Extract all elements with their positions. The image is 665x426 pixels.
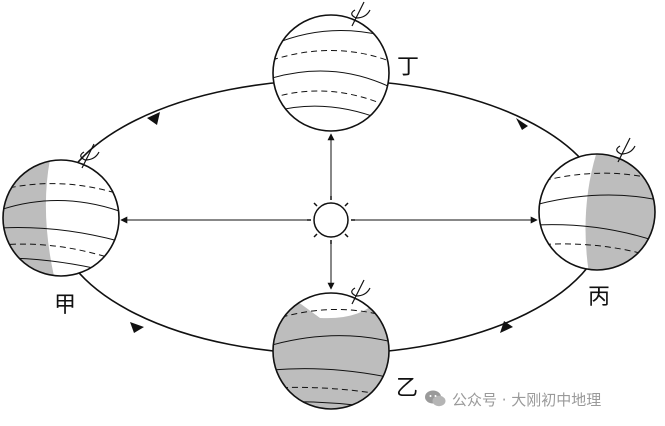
- globe-ding: [272, 1, 390, 132]
- watermark: 公众号 · 大刚初中地理: [424, 387, 601, 411]
- label-bing: 丙: [588, 285, 610, 310]
- orbit-arrow-lower-right: [500, 321, 513, 333]
- label-jia: 甲: [54, 293, 76, 318]
- globe-bing: 丙: [538, 137, 656, 310]
- orbit-arrow-lower-left: [130, 322, 144, 333]
- globe-yi: 乙: [272, 279, 418, 410]
- orbit-arrow-upper-right: [516, 118, 528, 130]
- sun-icon: [307, 196, 355, 244]
- globe-jia: 甲: [2, 143, 120, 318]
- label-yi: 乙: [396, 376, 418, 401]
- label-ding: 丁: [397, 55, 419, 80]
- orbit-arrow-upper-left: [147, 112, 160, 125]
- watermark-text: 公众号 · 大刚初中地理: [452, 390, 602, 409]
- wechat-icon: [425, 390, 446, 407]
